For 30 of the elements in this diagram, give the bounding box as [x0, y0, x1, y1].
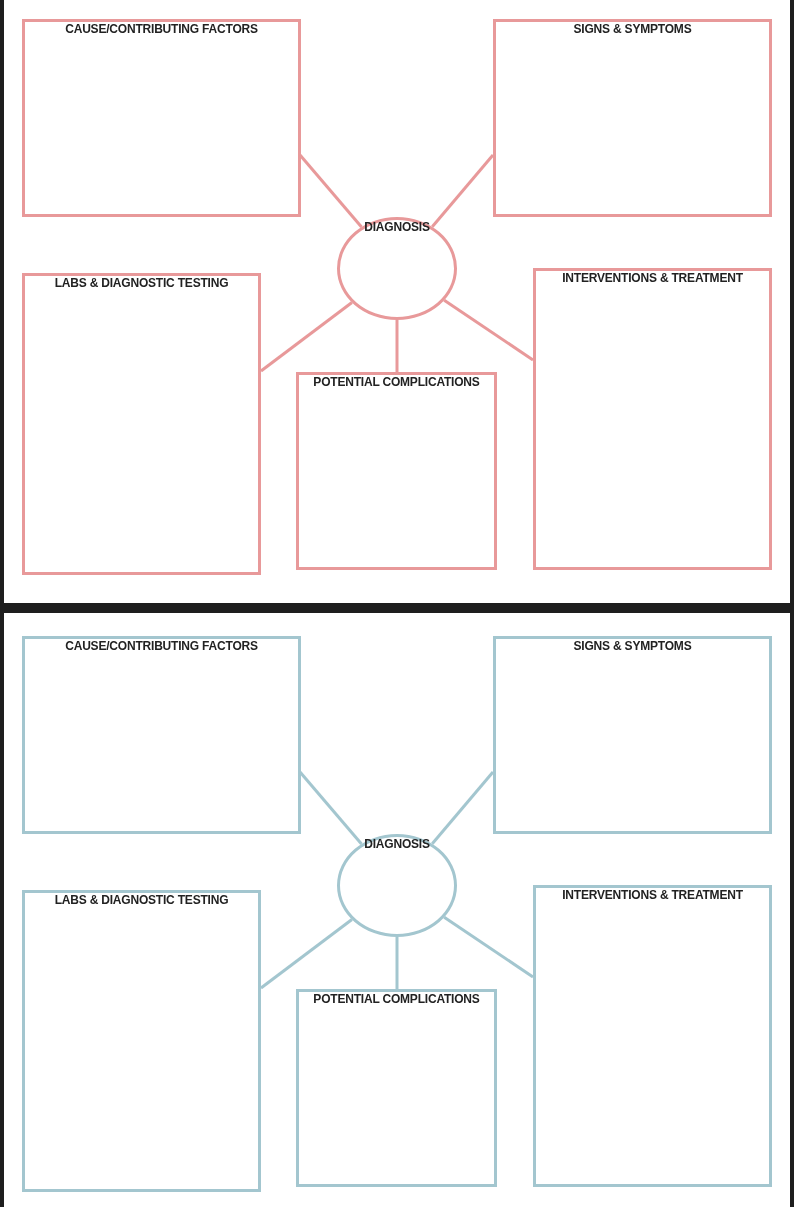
- section-box: [533, 885, 772, 1187]
- section-heading: INTERVENTIONS & TREATMENT: [562, 271, 743, 285]
- connector-line: [443, 299, 534, 362]
- section-heading: CAUSE/CONTRIBUTING FACTORS: [65, 639, 258, 653]
- section-heading: POTENTIAL COMPLICATIONS: [313, 375, 480, 389]
- section-heading: LABS & DIAGNOSTIC TESTING: [54, 893, 229, 907]
- section-heading: DIAGNOSIS: [364, 220, 430, 234]
- section-heading: POTENTIAL COMPLICATIONS: [313, 992, 480, 1006]
- connector-line: [395, 320, 399, 372]
- section-box: [493, 19, 772, 217]
- section-heading: DIAGNOSIS: [364, 837, 430, 851]
- connector-line: [443, 916, 534, 979]
- connector-line: [260, 918, 353, 990]
- section-box: [22, 19, 301, 217]
- section-box: [22, 273, 261, 575]
- connector-line: [431, 771, 495, 845]
- section-box: [22, 636, 301, 834]
- section-box: [296, 989, 497, 1187]
- section-box: [296, 372, 497, 570]
- section-heading: SIGNS & SYMPTOMS: [573, 639, 692, 653]
- connector-line: [260, 301, 353, 373]
- section-heading: SIGNS & SYMPTOMS: [573, 22, 692, 36]
- section-box: [493, 636, 772, 834]
- section-box: [22, 890, 261, 1192]
- section-heading: CAUSE/CONTRIBUTING FACTORS: [65, 22, 258, 36]
- connector-line: [431, 154, 495, 228]
- section-heading: INTERVENTIONS & TREATMENT: [562, 888, 743, 902]
- connector-line: [395, 937, 399, 989]
- section-box: [533, 268, 772, 570]
- section-heading: LABS & DIAGNOSTIC TESTING: [54, 276, 229, 290]
